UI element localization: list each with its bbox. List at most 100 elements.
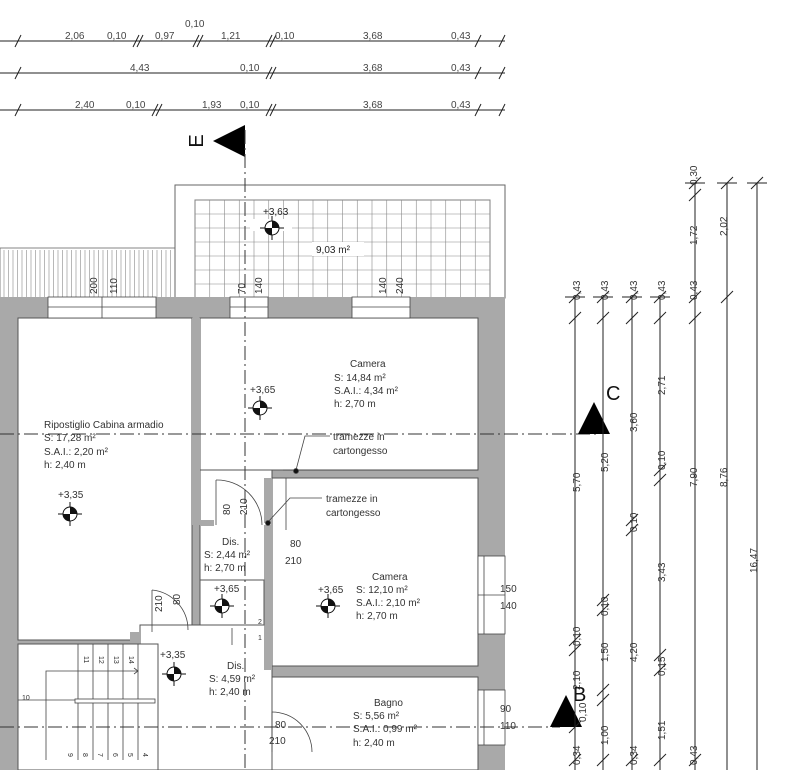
dim-text: 0,43	[600, 280, 611, 300]
level-marker-icon	[58, 502, 82, 526]
dim-text: 0,43	[689, 280, 700, 300]
room-height: h: 2,40 m	[353, 738, 395, 749]
door-1-height: 210	[239, 498, 250, 515]
dimension-tick	[596, 753, 610, 767]
dim-text: 1,93	[202, 100, 222, 111]
dim-text: 0,10	[107, 31, 127, 42]
level-marker-icon	[162, 662, 186, 686]
door-3-height: 210	[154, 595, 165, 612]
door-2-height: 210	[285, 556, 302, 567]
note-tramezze: tramezze in	[333, 432, 385, 443]
section-lines	[0, 130, 600, 770]
dim-text: 2,40	[75, 100, 95, 111]
door-2-width: 80	[290, 539, 302, 550]
room-name: Camera	[372, 572, 408, 583]
balcony-railing	[0, 247, 176, 299]
dimension-tick	[596, 693, 610, 707]
section-marker-e: E	[186, 125, 245, 157]
room-area: S: 14,84 m²	[334, 373, 386, 384]
dimension-tick	[568, 720, 582, 734]
window-camera-width: 150	[500, 584, 517, 595]
dimension-tick	[653, 463, 667, 477]
dimension-tick	[596, 683, 610, 697]
right-dimensions	[565, 176, 767, 770]
dimension-tick	[596, 593, 610, 607]
room-camera-1	[199, 317, 479, 471]
dimension-tick	[653, 311, 667, 325]
window-bagno-width: 90	[500, 704, 512, 715]
dim-text: 2,02	[719, 216, 730, 236]
step-number: 4	[141, 753, 148, 757]
step-number: 5	[126, 753, 133, 757]
room-area: S: 2,44 m²	[204, 550, 251, 561]
dimension-tick	[688, 290, 702, 304]
level-marker-icon	[260, 216, 284, 240]
dim-text: 0,10	[629, 512, 640, 532]
dim-text: 0,30	[689, 165, 700, 185]
step-number: 2	[258, 619, 262, 626]
dimension-tick	[688, 188, 702, 202]
step-number: 11	[82, 656, 89, 663]
window-2-height: 140	[254, 277, 265, 294]
dimension-tick	[568, 643, 582, 657]
dimension-tick	[625, 513, 639, 527]
dimension-tick	[688, 753, 702, 767]
dimension-tick	[596, 311, 610, 325]
dim-text: 0,43	[572, 280, 583, 300]
dimension-tick	[625, 311, 639, 325]
note-tramezze: tramezze in	[326, 494, 378, 505]
step-number: 6	[111, 753, 118, 757]
room-sai: S.A.I.: 2,10 m²	[356, 598, 421, 609]
dim-text: 0,10	[185, 19, 205, 30]
dim-text: 1,21	[221, 31, 241, 42]
level-marker-icon	[210, 594, 234, 618]
room-height: h: 2,70 m	[204, 563, 246, 574]
dim-text: 4,43	[130, 63, 150, 74]
door-1-width: 80	[222, 503, 233, 515]
step-number: 8	[81, 753, 88, 757]
room-height: h: 2,70 m	[334, 399, 376, 410]
dim-text: 0,10	[572, 626, 583, 646]
terrace-area: 9,03 m²	[316, 245, 351, 256]
window-2	[229, 296, 269, 319]
dim-text: 4,20	[629, 642, 640, 662]
dim-text: 3,68	[363, 63, 383, 74]
room-name: Dis.	[222, 537, 239, 548]
dimension-tick	[568, 633, 582, 647]
level-marker-icon	[316, 594, 340, 618]
dim-text: 7,90	[689, 467, 700, 487]
terrace: +3,63 9,03 m²	[174, 184, 506, 299]
room-name: Bagno	[374, 698, 403, 709]
step-number: 1	[258, 635, 262, 642]
dimension-tick	[568, 753, 582, 767]
level-camera-1: +3,65	[250, 385, 276, 396]
dim-text: 3,68	[363, 31, 383, 42]
room-camera-2	[271, 477, 479, 667]
window-1-width: 200	[89, 277, 100, 294]
dim-text: 0,10	[657, 450, 668, 470]
level-camera-2: +3,65	[318, 585, 344, 596]
dim-text: 0,10	[578, 702, 589, 722]
level-ripostiglio: +3,35	[58, 490, 84, 501]
window-3-height: 240	[395, 277, 406, 294]
dim-text: 0,10	[600, 596, 611, 616]
window-2-width: 70	[237, 282, 248, 294]
dimension-tick	[568, 311, 582, 325]
note-tramezze: cartongesso	[333, 446, 388, 457]
step-number: 7	[96, 753, 103, 757]
dimension-tick	[653, 648, 667, 662]
section-marker-c: C	[578, 383, 620, 434]
doors	[151, 479, 313, 753]
room-bagno	[271, 676, 479, 770]
dim-text: 1,50	[600, 642, 611, 662]
dimension-tick	[625, 523, 639, 537]
windows	[47, 296, 506, 746]
dim-text: 0,15	[657, 656, 668, 676]
dimension-tick	[625, 753, 639, 767]
dimension-tick	[596, 603, 610, 617]
room-area: S: 12,10 m²	[356, 585, 408, 596]
dim-text: 8,76	[719, 467, 730, 487]
room-name: Ripostiglio Cabina armadio	[44, 420, 164, 431]
dim-text: 16,47	[749, 548, 760, 573]
dim-text: 3,43	[657, 562, 668, 582]
